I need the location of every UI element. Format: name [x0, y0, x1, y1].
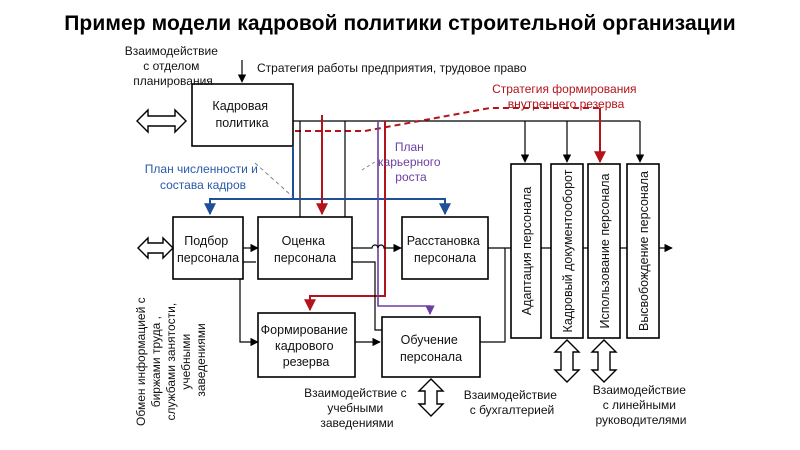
strategy-label: Стратегия работы предприятия, трудовое п… [257, 61, 527, 75]
assessment-to-placement [352, 243, 402, 253]
selection-box [172, 216, 244, 280]
training-double-arrow [417, 378, 445, 417]
adaptation-label: Адаптация персонала [520, 187, 534, 315]
placement-box [401, 216, 489, 280]
policy-to-reserve [304, 121, 386, 312]
assessment-to-training-line [352, 261, 382, 331]
career-pointer [361, 159, 379, 171]
reserve-box [257, 312, 356, 378]
edu-interaction-label: Взаимодействие с учебными заведениями [304, 386, 410, 430]
assessment-box [257, 216, 353, 280]
managers-label: Взаимодействие с линейными руководителям… [593, 383, 690, 427]
policy-double-arrow [136, 108, 187, 134]
staff-plan-to-placement [293, 198, 451, 216]
selection-label: Подбор персонала [177, 234, 239, 265]
hr-policy-label: Кадровая политика [212, 99, 271, 130]
career-plan-label: План карьерного роста [378, 140, 444, 184]
documents-box [550, 163, 584, 339]
page-title: Пример модели кадровой политики строител… [64, 12, 736, 35]
staff-plan-to-selection [204, 147, 294, 216]
release-label: Высвобождение персонала [637, 171, 651, 331]
placement-label: Расстановка персонала [407, 234, 484, 265]
training-to-flow [480, 248, 506, 343]
reserve-strategy-label: Стратегия формирования внутреннего резер… [492, 82, 640, 111]
exchange-label: Обмен информацией с биржами труда , служ… [134, 294, 208, 426]
adaptation-box [510, 163, 542, 339]
usage-double-arrow [590, 339, 618, 383]
usage-box [587, 163, 621, 339]
selection-double-arrow [137, 236, 174, 260]
reserve-label: Формирование кадрового резерва [261, 323, 352, 369]
accounting-label: Взаимодействие с бухгалтерией [464, 388, 561, 417]
reserve-strategy-line [295, 107, 600, 132]
career-to-training [377, 121, 435, 315]
documents-double-arrow [553, 339, 581, 383]
assessment-label: Оценка персонала [274, 234, 336, 265]
training-box [381, 316, 481, 378]
usage-label: Использование персонала [598, 174, 612, 329]
release-box [626, 163, 660, 339]
assessment-to-reserve-line [239, 261, 259, 347]
planning-label: Взаимодействие с отделом планирования [125, 44, 222, 88]
hr-policy-box [191, 83, 294, 147]
staff-plan-label: План численности и состава кадров [145, 162, 261, 192]
documents-label: Кадровый документооборот [561, 169, 575, 332]
training-label: Обучение персонала [400, 333, 462, 364]
staff-plan-pointer [254, 162, 294, 198]
